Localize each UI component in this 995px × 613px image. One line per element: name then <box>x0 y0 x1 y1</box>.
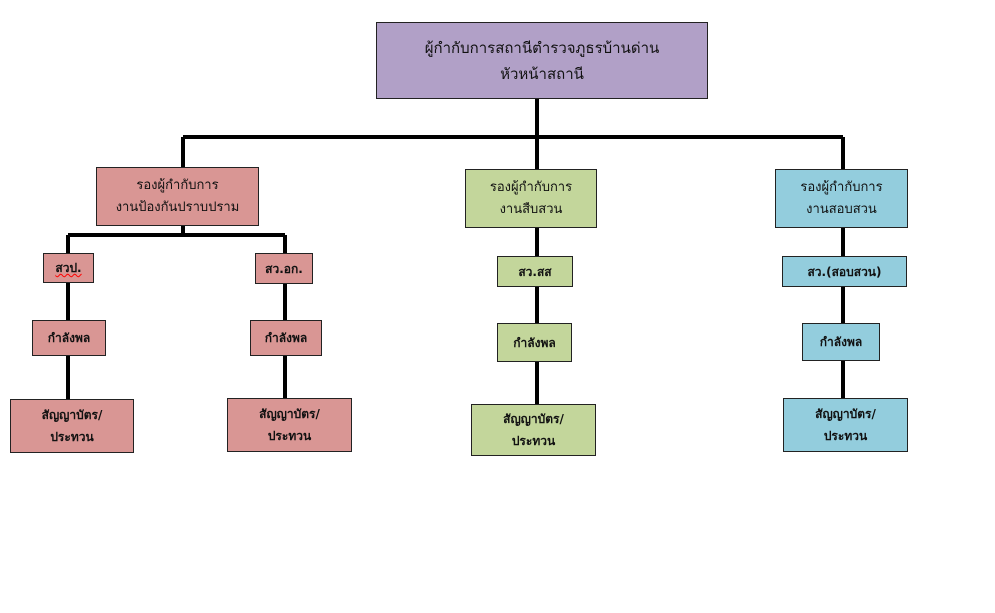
officer-label: สัญญาบัตร/ <box>503 412 564 426</box>
branch-subtitle: งานป้องกันปราบปราม <box>115 199 240 215</box>
officer-sublabel: ประทวน <box>511 434 556 448</box>
unit-box: สว.สส <box>497 256 573 287</box>
staff-label: กำลังพล <box>264 331 308 345</box>
unit-box: สว.อก. <box>255 253 313 284</box>
unit-label: สว.อก. <box>265 261 303 276</box>
branch-title: รองผู้กำกับการ <box>800 179 883 195</box>
unit-box: สวป. <box>43 253 94 283</box>
root-box: ผู้กำกับการสถานีตำรวจภูธรบ้านด่าน หัวหน้… <box>376 22 708 99</box>
branch-prevention: รองผู้กำกับการงานป้องกันปราบปราม <box>96 167 259 226</box>
officer-box: สัญญาบัตร/ประทวน <box>471 404 596 456</box>
unit-label: สว.สส <box>518 264 552 279</box>
staff-label: กำลังพล <box>513 335 556 350</box>
staff-label: กำลังพล <box>819 335 863 349</box>
officer-label: สัญญาบัตร/ <box>259 407 320 421</box>
staff-box: กำลังพล <box>32 320 106 356</box>
branch-subtitle: งานสอบสวน <box>806 201 877 217</box>
officer-box: สัญญาบัตร/ประทวน <box>227 398 352 452</box>
officer-label: สัญญาบัตร/ <box>41 408 103 422</box>
staff-box: กำลังพล <box>250 320 322 356</box>
staff-box: กำลังพล <box>802 323 880 361</box>
officer-sublabel: ประทวน <box>50 430 94 444</box>
branch-inquiry: รองผู้กำกับการงานสอบสวน <box>775 169 908 228</box>
unit-label: สวป. <box>55 261 82 275</box>
officer-sublabel: ประทวน <box>823 429 868 443</box>
staff-label: กำลังพล <box>47 331 91 345</box>
branch-title: รองผู้กำกับการ <box>489 179 573 195</box>
branch-title: รองผู้กำกับการ <box>136 177 219 193</box>
officer-label: สัญญาบัตร/ <box>815 407 876 421</box>
unit-label: สว.(สอบสวน) <box>807 264 882 279</box>
branch-investigation: รองผู้กำกับการงานสืบสวน <box>465 169 597 228</box>
officer-box: สัญญาบัตร/ประทวน <box>783 398 908 452</box>
staff-box: กำลังพล <box>497 323 572 362</box>
root-title: ผู้กำกับการสถานีตำรวจภูธรบ้านด่าน <box>424 38 660 57</box>
unit-box: สว.(สอบสวน) <box>782 256 907 287</box>
root-subtitle: หัวหน้าสถานี <box>500 64 584 83</box>
officer-box: สัญญาบัตร/ประทวน <box>10 399 134 453</box>
branch-subtitle: งานสืบสวน <box>499 201 563 217</box>
officer-sublabel: ประทวน <box>267 429 312 443</box>
